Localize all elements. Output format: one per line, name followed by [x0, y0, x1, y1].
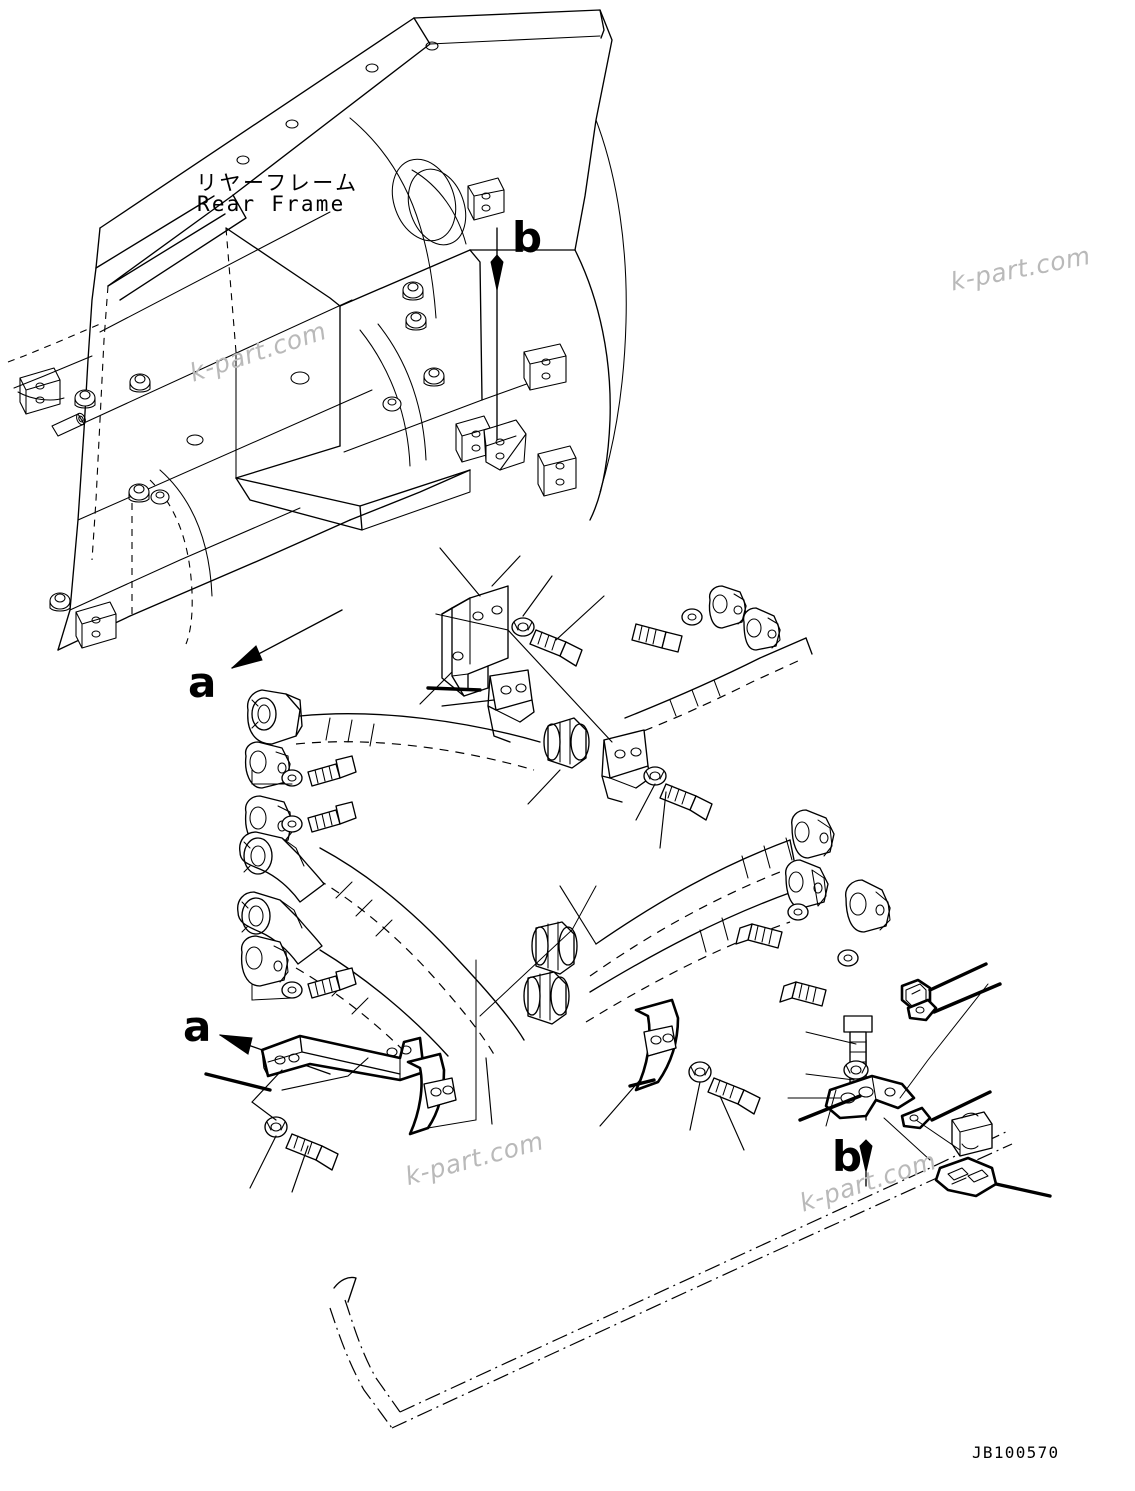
rear-frame-outline	[7, 9, 627, 651]
frame-boss	[150, 489, 170, 505]
washer	[900, 1106, 932, 1130]
bolt	[659, 783, 713, 821]
callout-a-top: a	[188, 658, 217, 707]
bolt	[707, 1077, 761, 1115]
bolt	[285, 1133, 339, 1171]
hose-upper-left	[295, 713, 541, 771]
frame-center-bracket	[483, 419, 527, 471]
drawing-number: JB100570	[972, 1443, 1060, 1462]
clamp-bracket-bottom-right	[934, 1156, 998, 1198]
washer	[264, 1116, 288, 1138]
split-flange-half	[742, 607, 781, 651]
angle-bracket-right	[824, 1074, 916, 1120]
callout-b-top: b	[512, 213, 543, 262]
frame-label-english: Rear Frame	[197, 192, 346, 216]
washer	[511, 617, 535, 637]
bolt	[631, 623, 683, 653]
frame-boss	[405, 311, 427, 331]
split-flange-half	[785, 859, 829, 909]
callout-a-bottom: a	[183, 1002, 212, 1051]
frame-boss	[128, 483, 150, 503]
split-flange-half	[240, 935, 289, 987]
frame-boss	[49, 592, 71, 612]
clamp-block-upper	[487, 669, 535, 743]
bolt	[529, 629, 583, 667]
bolt	[779, 981, 827, 1007]
washer	[906, 998, 938, 1022]
clamp-curved-right	[628, 998, 680, 1092]
split-flange-half	[845, 879, 891, 933]
frame-mount-pad	[537, 445, 577, 497]
bolt	[307, 967, 357, 999]
clamp-block-lower	[601, 729, 651, 803]
frame-boss	[74, 389, 96, 409]
washer	[843, 1060, 869, 1080]
hose-collar-mid-upper	[531, 921, 578, 975]
frame-mount-pad	[75, 601, 117, 649]
elbow-fitting	[239, 831, 325, 903]
bolt	[735, 923, 783, 949]
elbow-fitting	[237, 891, 323, 965]
frame-boss	[402, 281, 424, 301]
washer	[681, 608, 703, 626]
mounting-bracket-long	[260, 1034, 426, 1082]
callout-b-top-arrow	[490, 227, 504, 441]
split-flange-half	[791, 809, 835, 859]
washer	[281, 815, 303, 833]
split-flange-half	[244, 741, 291, 789]
frame-label-japanese: リヤーフレーム	[196, 171, 359, 195]
hose-mid-right	[589, 837, 795, 977]
bolt	[307, 801, 357, 833]
frame-mount-pad	[467, 177, 505, 221]
bolt	[307, 755, 357, 787]
hose-collar-mid-lower	[523, 971, 570, 1025]
frame-mount-pad	[19, 367, 61, 415]
elbow-fitting	[246, 689, 303, 745]
frame-boss	[423, 367, 445, 387]
callout-a-top-arrow	[231, 609, 343, 669]
hose-collar-upper	[543, 717, 590, 769]
leader-line	[204, 547, 1052, 1198]
frame-boss	[382, 396, 402, 412]
washer	[787, 903, 809, 921]
washer	[281, 769, 303, 787]
mounting-bracket-tall	[441, 585, 509, 697]
washer	[837, 949, 859, 967]
frame-boss	[129, 373, 151, 393]
frame-mount-pad	[523, 343, 567, 391]
callout-b-bottom: b	[832, 1132, 863, 1181]
frame-pin	[51, 412, 86, 437]
split-flange-half	[708, 585, 747, 629]
clamp-curved-left	[406, 1052, 457, 1136]
